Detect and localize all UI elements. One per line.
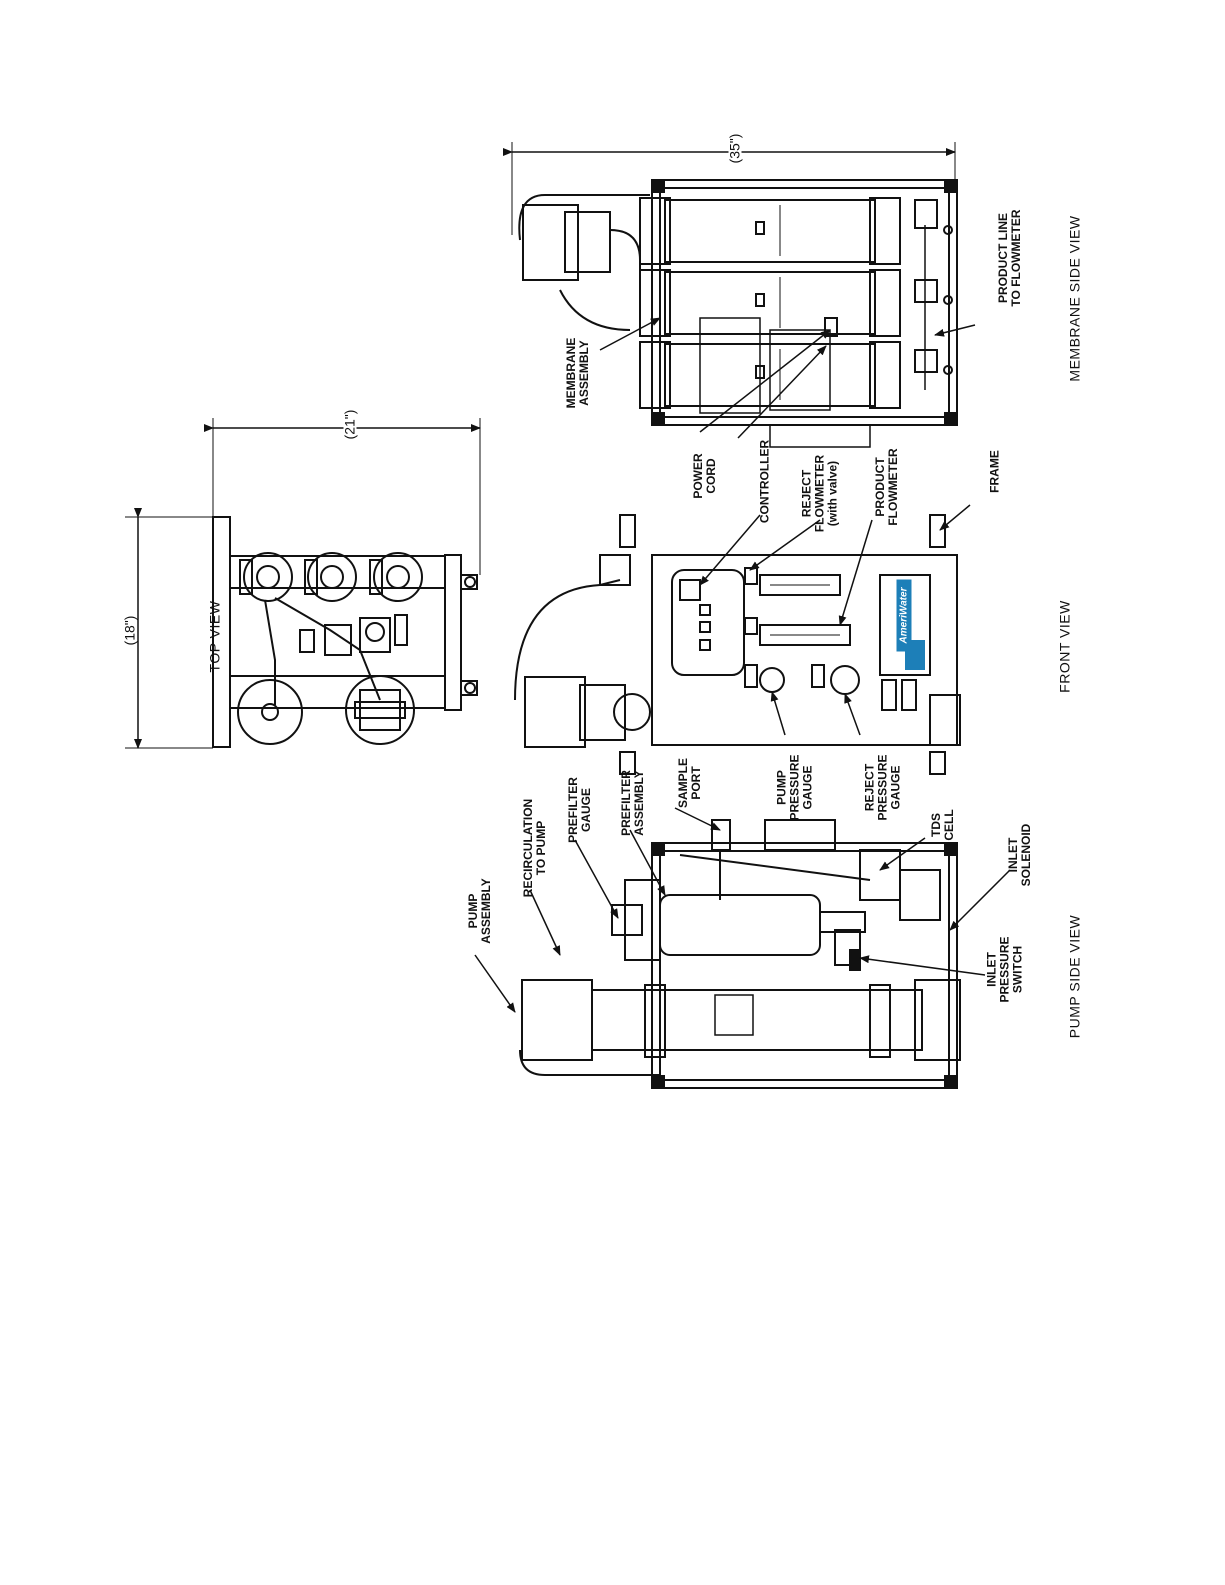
membrane-side-view-title: MEMBRANE SIDE VIEW: [1066, 215, 1083, 382]
label-line: CORD: [704, 458, 718, 494]
front-view-drawing: [514, 514, 961, 775]
label-pump-assembly: PUMP ASSEMBLY: [466, 871, 493, 951]
label-line: GAUGE: [800, 765, 815, 810]
dimension-depth-label: (18"): [122, 600, 138, 661]
label-line: SOLENOID: [1019, 823, 1033, 887]
label-prefilter-gauge: PREFILTER GAUGE: [566, 770, 593, 850]
label-membrane-assembly: MEMBRANE ASSEMBLY: [564, 323, 591, 423]
label-controller: CONTROLLER: [757, 437, 772, 527]
label-power-cord: POWER CORD: [691, 446, 718, 506]
label-inlet-pressure-switch: INLET PRESSURE SWITCH: [985, 930, 1025, 1010]
front-view-title: FRONT VIEW: [1056, 600, 1073, 693]
label-recirculation: RECIRCULATION TO PUMP: [521, 793, 548, 903]
label-line: ASSEMBLY: [479, 878, 493, 944]
membrane-side-view-drawing: [518, 179, 958, 448]
pump-side-view-title: PUMP SIDE VIEW: [1066, 914, 1083, 1039]
dimension-width-label: (21"): [342, 394, 358, 455]
label-line: GAUGE: [579, 788, 593, 833]
dimension-depth: [125, 508, 213, 749]
label-reject-flowmeter: REJECT FLOWMETER (with valve): [800, 449, 840, 539]
label-sample-port: SAMPLE PORT: [676, 753, 703, 813]
label-line: FRAME: [987, 450, 1002, 493]
label-reject-pressure-gauge: REJECT PRESSURE GAUGE: [863, 753, 903, 823]
top-view-title: TOP VIEW: [206, 600, 223, 673]
label-line: CELL: [942, 809, 956, 841]
label-line: SWITCH: [1010, 945, 1025, 994]
label-line: PORT: [689, 766, 703, 800]
label-pump-pressure-gauge: PUMP PRESSURE GAUGE: [775, 753, 815, 823]
label-line: CONTROLLER: [757, 439, 772, 524]
dimension-height-label: (35"): [727, 118, 743, 179]
label-line: ASSEMBLY: [632, 770, 646, 836]
label-frame: FRAME: [987, 442, 1002, 502]
label-line: GAUGE: [888, 765, 903, 810]
label-product-line: PRODUCT LINE TO FLOWMETER: [996, 203, 1023, 313]
label-inlet-solenoid: INLET SOLENOID: [1006, 815, 1033, 895]
top-view-drawing: [212, 516, 478, 748]
leader-lines: [474, 317, 1011, 1013]
ameriwater-logo: AmeriWater: [896, 579, 912, 652]
pump-side-view-drawing: [519, 819, 961, 1089]
label-line: TO FLOWMETER: [1009, 209, 1023, 307]
label-tds-cell: TDS CELL: [929, 800, 956, 850]
label-line: FLOWMETER: [886, 448, 900, 526]
label-line: ASSEMBLY: [577, 340, 591, 406]
label-line: TO PUMP: [534, 820, 548, 876]
label-product-flowmeter: PRODUCT FLOWMETER: [873, 442, 900, 532]
label-line: (with valve): [825, 460, 840, 527]
label-prefilter-assembly: PREFILTER ASSEMBLY: [619, 763, 646, 843]
